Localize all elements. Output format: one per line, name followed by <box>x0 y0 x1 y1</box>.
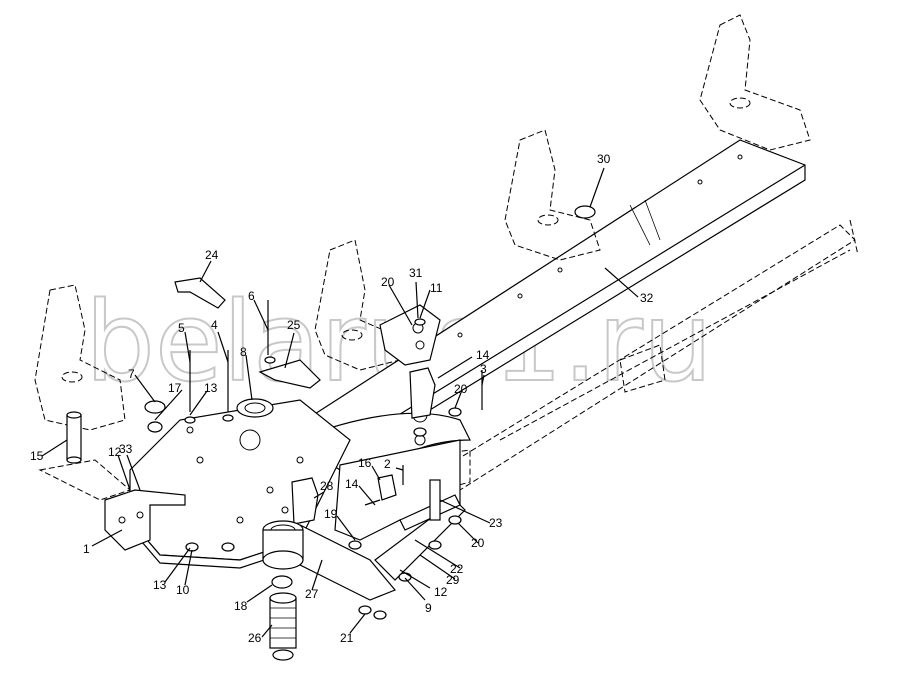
callout-28: 28 <box>320 479 334 493</box>
callout-26: 26 <box>248 631 262 645</box>
callout-22: 22 <box>450 562 464 576</box>
callout-13-upper: 13 <box>204 381 218 395</box>
callout-30: 30 <box>597 152 611 166</box>
callout-1: 1 <box>83 542 90 556</box>
callout-10: 10 <box>176 583 190 597</box>
pin-15 <box>66 411 82 464</box>
callout-3: 3 <box>480 362 487 376</box>
callout-7: 7 <box>128 367 135 381</box>
callout-15: 15 <box>30 449 44 463</box>
callout-20-upper: 20 <box>381 275 395 289</box>
bushing-17 <box>147 421 163 433</box>
pin-23 <box>429 479 441 521</box>
callout-25: 25 <box>287 318 301 332</box>
dashed-uprights <box>34 14 811 501</box>
ring-7 <box>144 400 166 414</box>
block-28 <box>291 477 319 525</box>
pad-30 <box>574 205 596 219</box>
clip-24 <box>174 277 226 309</box>
callout-18: 18 <box>234 599 248 613</box>
leader-lines <box>41 167 639 638</box>
callout-13-lower: 13 <box>153 578 167 592</box>
block-14-upper <box>409 367 436 419</box>
callout-19: 19 <box>324 507 338 521</box>
callout-24: 24 <box>205 248 219 262</box>
callout-23: 23 <box>489 516 503 530</box>
callout-12-left: 12 <box>108 445 122 459</box>
callout-14-upper: 14 <box>476 348 490 362</box>
callout-32: 32 <box>640 291 654 305</box>
callout-20-mid: 20 <box>454 382 468 396</box>
bushing-18 <box>271 575 293 589</box>
clip-25 <box>258 359 321 389</box>
callout-16: 16 <box>358 456 372 470</box>
left-bracket <box>104 489 186 551</box>
callout-20-lower: 20 <box>471 536 485 550</box>
callout-31: 31 <box>409 266 423 280</box>
callout-17: 17 <box>168 381 182 395</box>
block-16 <box>377 474 397 501</box>
callout-labels: 1 2 3 4 5 6 7 8 9 10 11 12 12 13 13 14 1… <box>30 152 654 645</box>
callout-33: 33 <box>119 442 133 456</box>
callout-2: 2 <box>384 457 391 471</box>
callout-21: 21 <box>340 631 354 645</box>
callout-9: 9 <box>425 601 432 615</box>
callout-4: 4 <box>211 318 218 332</box>
callout-8: 8 <box>240 345 247 359</box>
spindle-26 <box>269 592 297 661</box>
callout-6: 6 <box>248 289 255 303</box>
callout-29: 29 <box>446 573 460 587</box>
callout-27: 27 <box>305 587 319 601</box>
callout-12-right: 12 <box>434 585 448 599</box>
callout-11: 11 <box>430 281 443 295</box>
callout-5: 5 <box>178 321 185 335</box>
callout-14-lower: 14 <box>345 477 359 491</box>
plate-31 <box>379 304 441 366</box>
